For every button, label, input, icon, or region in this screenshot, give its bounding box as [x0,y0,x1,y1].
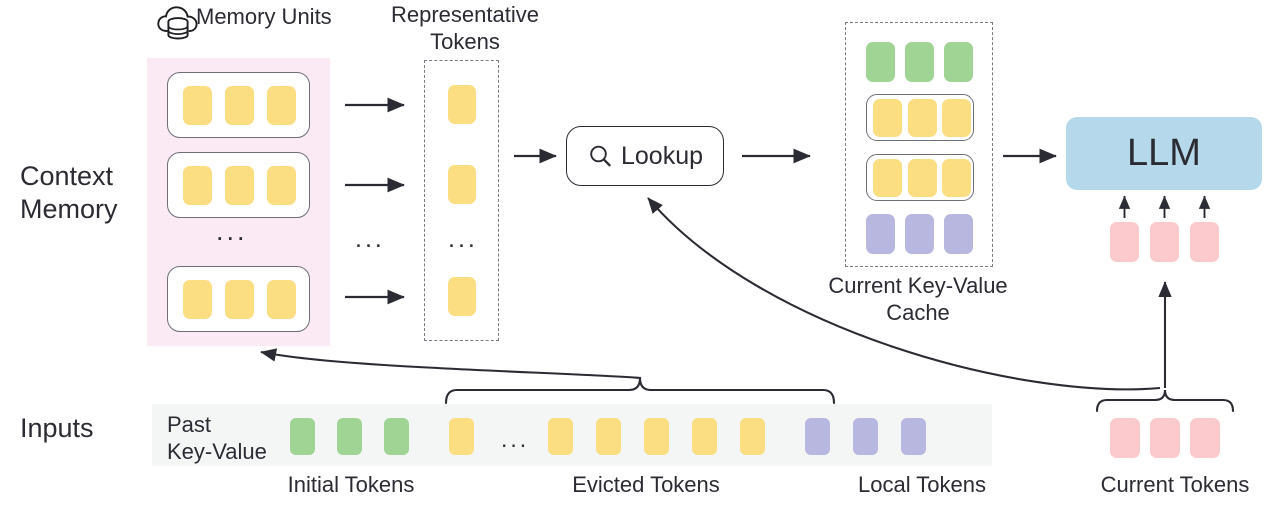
representative-tokens-ellipsis: ... [448,225,478,253]
caption-evicted-tokens: Evicted Tokens [572,472,720,497]
representative-token [448,85,476,124]
representative-tokens-box [424,60,499,341]
input-token-initial [384,418,409,455]
kv-cache-row-retrieved [866,154,974,201]
brace-current-tokens [1095,389,1235,413]
input-token-initial [337,418,362,455]
input-token-local [853,418,878,455]
input-token-initial [290,418,315,455]
cloud-database-icon [155,0,201,46]
current-token [1190,418,1220,458]
kv-token-yellow [873,159,902,197]
representative-token [448,165,476,204]
memory-unit[interactable] [167,72,310,138]
caption-current-tokens: Current Tokens [1100,472,1250,497]
memory-token [267,86,296,125]
caption-local-tokens: Local Tokens [857,472,986,497]
memory-token [225,86,254,125]
memory-unit[interactable] [167,152,310,218]
inputs-label: Inputs [20,413,94,443]
lookup-button[interactable]: Lookup [566,126,724,186]
kv-token-green [944,42,973,82]
kv-token-yellow [908,99,937,137]
kv-token-green [866,42,895,82]
current-token [1150,418,1180,458]
llm-label: LLM [1127,132,1201,174]
memory-token [225,280,254,319]
memory-token [183,86,212,125]
representative-tokens-label: Representative Tokens [391,2,539,54]
memory-token [267,166,296,205]
kv-cache-row-initial [866,42,974,82]
middle-ellipsis: ... [355,225,385,253]
memory-units-label: Memory Units [196,4,332,29]
input-token-evicted [548,418,573,455]
representative-token [448,277,476,316]
input-token-evicted [740,418,765,455]
kv-token-yellow [942,99,971,137]
kv-token-yellow [908,159,937,197]
kv-token-yellow [942,159,971,197]
memory-unit[interactable] [167,266,310,332]
caption-initial-tokens: Initial Tokens [287,472,415,497]
input-token-evicted [692,418,717,455]
search-icon [587,143,614,170]
inputs-ellipsis: ... [501,426,530,452]
llm-input-token [1150,222,1179,262]
kv-token-green [905,42,934,82]
memory-token [225,166,254,205]
memory-token [183,280,212,319]
current-kv-cache-label: Current Key-Value Cache [828,273,1008,325]
llm-input-token [1110,222,1139,262]
llm-box: LLM [1066,117,1262,190]
memory-token [183,166,212,205]
kv-token-purple [866,214,895,254]
kv-token-purple [944,214,973,254]
kv-token-yellow [873,99,902,137]
memory-units-ellipsis: ... [216,216,248,246]
input-token-local [901,418,926,455]
memory-token [267,280,296,319]
input-token-local [805,418,830,455]
kv-token-purple [905,214,934,254]
lookup-label: Lookup [620,141,704,170]
current-token [1110,418,1140,458]
llm-input-token [1190,222,1219,262]
input-token-evicted [449,418,474,455]
context-memory-label: Context Memory [20,161,118,224]
kv-cache-row-local [866,214,974,254]
kv-cache-row-retrieved [866,94,974,141]
past-key-value-label: Past Key-Value [167,412,267,464]
brace-evicted-tokens [444,377,836,405]
input-token-evicted [644,418,669,455]
input-token-evicted [596,418,621,455]
arrow-evicted-to-context-memory [260,348,642,380]
